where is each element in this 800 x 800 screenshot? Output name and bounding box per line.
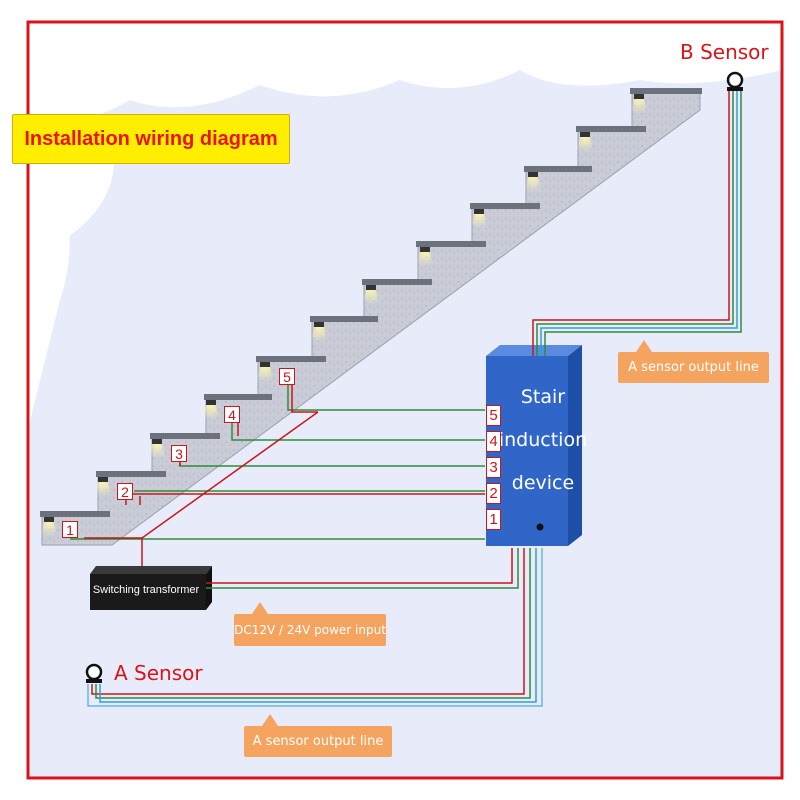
outer-border bbox=[26, 20, 784, 780]
a-sensor-output-callout: A sensor output line bbox=[244, 714, 392, 757]
device-label-line3: device bbox=[511, 472, 575, 494]
power-input-callout-text: DC12V / 24V power input bbox=[234, 623, 386, 637]
device-port-1: 1 bbox=[486, 509, 501, 530]
step-number-1: 1 bbox=[62, 521, 78, 538]
device-port-3: 3 bbox=[486, 457, 501, 478]
device-label-line1: Stair bbox=[520, 386, 566, 408]
step-number-5: 5 bbox=[279, 368, 295, 385]
step-treads bbox=[40, 88, 702, 517]
device-port-4: 4 bbox=[486, 431, 501, 452]
step-number-2: 2 bbox=[117, 483, 133, 500]
step-lights bbox=[40, 94, 648, 540]
diagram-title: Installation wiring diagram bbox=[12, 114, 290, 164]
b-sensor-output-callout-text: A sensor output line bbox=[628, 360, 759, 375]
a-sensor-label: A Sensor bbox=[114, 661, 203, 685]
b-sensor-output-callout: A sensor output line bbox=[618, 340, 769, 383]
device-label-line2: induction bbox=[498, 429, 588, 451]
switching-transformer bbox=[90, 566, 212, 610]
device-port-5: 5 bbox=[486, 405, 501, 426]
step-wires bbox=[70, 384, 485, 566]
device-port-2: 2 bbox=[486, 483, 501, 504]
b-sensor-icon bbox=[726, 71, 744, 91]
step-number-3: 3 bbox=[171, 445, 187, 462]
a-sensor-icon bbox=[85, 663, 103, 683]
step-number-4: 4 bbox=[224, 406, 240, 423]
b-sensor-label: B Sensor bbox=[680, 40, 769, 64]
b-sensor-wires bbox=[532, 90, 742, 356]
a-sensor-output-callout-text: A sensor output line bbox=[252, 734, 384, 749]
power-wires bbox=[206, 548, 519, 589]
a-sensor-wires bbox=[87, 548, 543, 707]
transformer-label: Switching transformer bbox=[92, 584, 200, 596]
power-input-callout: DC12V / 24V power input bbox=[234, 602, 386, 646]
diagram-title-text: Installation wiring diagram bbox=[24, 127, 278, 150]
